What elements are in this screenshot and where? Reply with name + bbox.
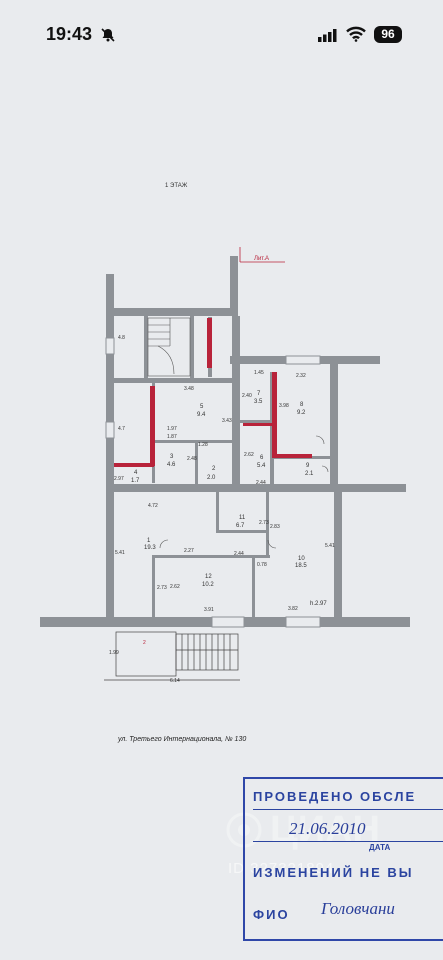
floor-plan [40,247,410,681]
dim-label: 1.97 [167,426,177,432]
room-3-num: 3 [170,454,174,460]
room-7-area: 3.5 [254,399,263,405]
room-4-num: 4 [134,470,138,476]
dim-label: 2.62 [244,452,254,458]
dim-label: 3.48 [184,386,194,392]
street-address: ул. Третьего Интернационала, № 130 [118,736,247,743]
room-11-num: 11 [239,515,246,521]
floor-title: 1 ЭТАЖ [165,183,188,189]
dim-label: 6.14 [170,678,180,684]
dim-label: 2.83 [270,524,280,530]
stamp-fio-label: ФИО [253,907,290,922]
stamp-fio-value: Головчани [321,899,395,918]
dim-label: 1.99 [109,650,119,656]
dim-label: 2.44 [256,480,266,486]
room-8-num: 8 [300,402,304,408]
dim-label: 4.72 [148,503,158,509]
dim-label: 2.27 [184,548,194,554]
dim-label: 1.87 [167,434,177,440]
dim-label: 0.78 [257,562,267,568]
bell-slash-icon [100,27,116,48]
room-2-num: 2 [212,466,216,472]
dim-label: 1.45 [254,370,264,376]
room-1-area: 19.3 [144,545,156,551]
dim-label: 2.73 [259,520,269,526]
dim-label: 4.7 [118,426,125,432]
wifi-icon [346,26,366,47]
room-12-num: 12 [205,574,212,580]
stamp-line-3: ИЗМЕНЕНИЙ НЕ ВЫ [253,865,414,880]
room-1-num: 1 [147,538,151,544]
room-5-area: 9.4 [197,412,206,418]
status-time: 19:43 [46,24,93,44]
dim-label: 5.41 [325,543,335,549]
room-9-num: 9 [306,463,310,469]
room-10-num: 10 [298,556,305,562]
lit-label: Лит.А [254,256,270,262]
stamp-line-1: ПРОВЕДЕНО ОБСЛЕ [253,789,417,804]
room-11-area: 6.7 [236,523,245,529]
dim-label: 2.48 [187,456,197,462]
room-4-area: 1.7 [131,478,140,484]
status-bar: 19:43 96 [0,0,443,70]
battery-icon: 96 [374,26,402,43]
room-12-area: 10.2 [202,582,214,588]
room-3-area: 4.6 [167,462,176,468]
room-7-num: 7 [257,391,261,397]
dim-label: 3.43 [222,418,232,424]
dim-label: 4.8 [118,335,125,341]
dim-label: 2.97 [114,476,124,482]
dim-label: 2.73 [157,585,167,591]
dim-label: 2.32 [296,373,306,379]
dim-label: 3.82 [288,606,298,612]
stamp-date-label: ДАТА [369,843,391,852]
room-9-area: 2.1 [305,471,314,477]
dim-label: 5.41 [115,550,125,556]
room-6-num: 6 [260,455,264,461]
room-5-num: 5 [200,404,204,410]
dim-label: 3.98 [279,403,289,409]
dim-label: 2.62 [170,584,180,590]
dim-label: 2 [143,640,146,646]
dim-label: 2.44 [234,551,244,557]
dim-label: 3.91 [204,607,214,613]
dim-label: 1.28 [198,442,208,448]
watermark-brand: ЦИАН [270,809,380,851]
dim-label: 2.40 [242,393,252,399]
cellular-signal-icon [318,29,338,47]
inspection-stamp: ПРОВЕДЕНО ОБСЛЕ 21.06.2010 ДАТА ИЗМЕНЕНИ… [243,777,443,941]
watermark-id: ID 327321894 [228,860,335,877]
floor-plan-svg [40,247,410,681]
height-note: h.2.97 [310,601,327,607]
room-6-area: 5.4 [257,463,266,469]
room-2-area: 2.0 [207,475,216,481]
room-8-area: 9.2 [297,410,306,416]
room-10-area: 18.5 [295,563,307,569]
stamp-date: 21.06.2010 [289,819,366,838]
